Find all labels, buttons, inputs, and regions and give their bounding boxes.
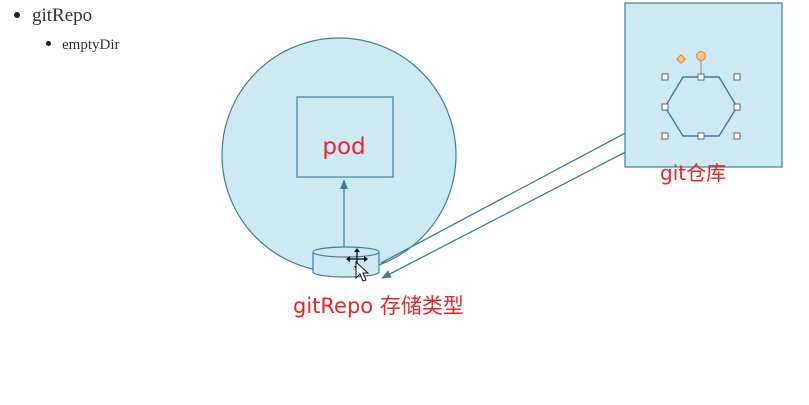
repo-to-volume-arrow bbox=[381, 127, 673, 279]
bullet-text: emptyDir bbox=[62, 37, 120, 53]
bullet-dot bbox=[14, 11, 20, 18]
bullet-dot bbox=[46, 41, 51, 47]
bullet-item-emptydir: emptyDir bbox=[46, 37, 120, 54]
pod-box bbox=[296, 96, 394, 178]
volume-cylinder bbox=[312, 246, 380, 278]
volume-to-repo-arrow bbox=[380, 112, 664, 264]
move-cursor-icon bbox=[346, 248, 370, 282]
bullet-item-gitrepo: gitRepo bbox=[14, 5, 92, 27]
volume-type-label: gitRepo 存储类型 bbox=[293, 294, 464, 318]
pod-label: pod bbox=[322, 134, 365, 160]
bullet-text: gitRepo bbox=[32, 5, 93, 26]
git-repo-box bbox=[624, 2, 783, 168]
hexagon-shape-icon bbox=[661, 51, 741, 140]
git-repo-label: git仓库 bbox=[660, 161, 726, 185]
